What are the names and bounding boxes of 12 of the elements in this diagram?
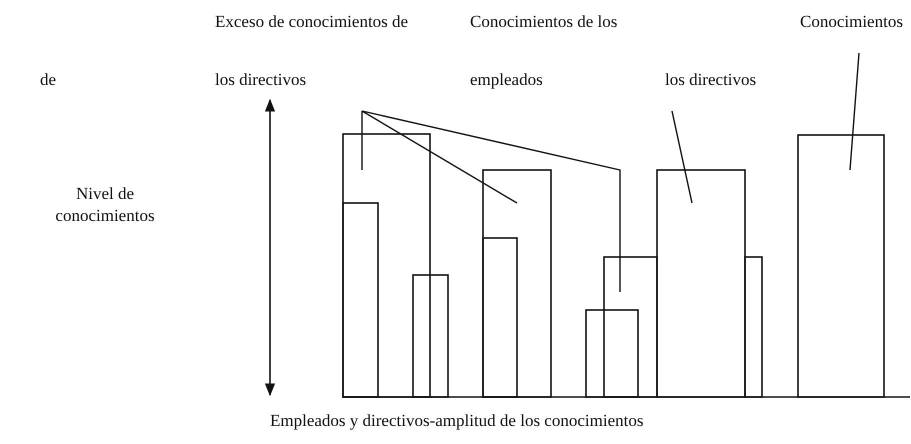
callout-text: Exceso de conocimientos de los directivos (215, 0, 415, 109)
axis-label: Nivel de conocimientos (54, 183, 156, 227)
callout-text: los directivos (665, 51, 785, 109)
leader-line (361, 111, 363, 170)
label: de (40, 69, 58, 91)
leader-line (849, 52, 860, 170)
axis-label: Empleados y directivos-amplitud de los conocimientos (270, 410, 644, 432)
leader-line (362, 110, 621, 292)
leader-line (362, 110, 518, 204)
callout-text: Conocimientos de los empleados (470, 11, 618, 91)
leader-line (671, 110, 693, 204)
callout-text: Conocimientos (800, 0, 910, 51)
